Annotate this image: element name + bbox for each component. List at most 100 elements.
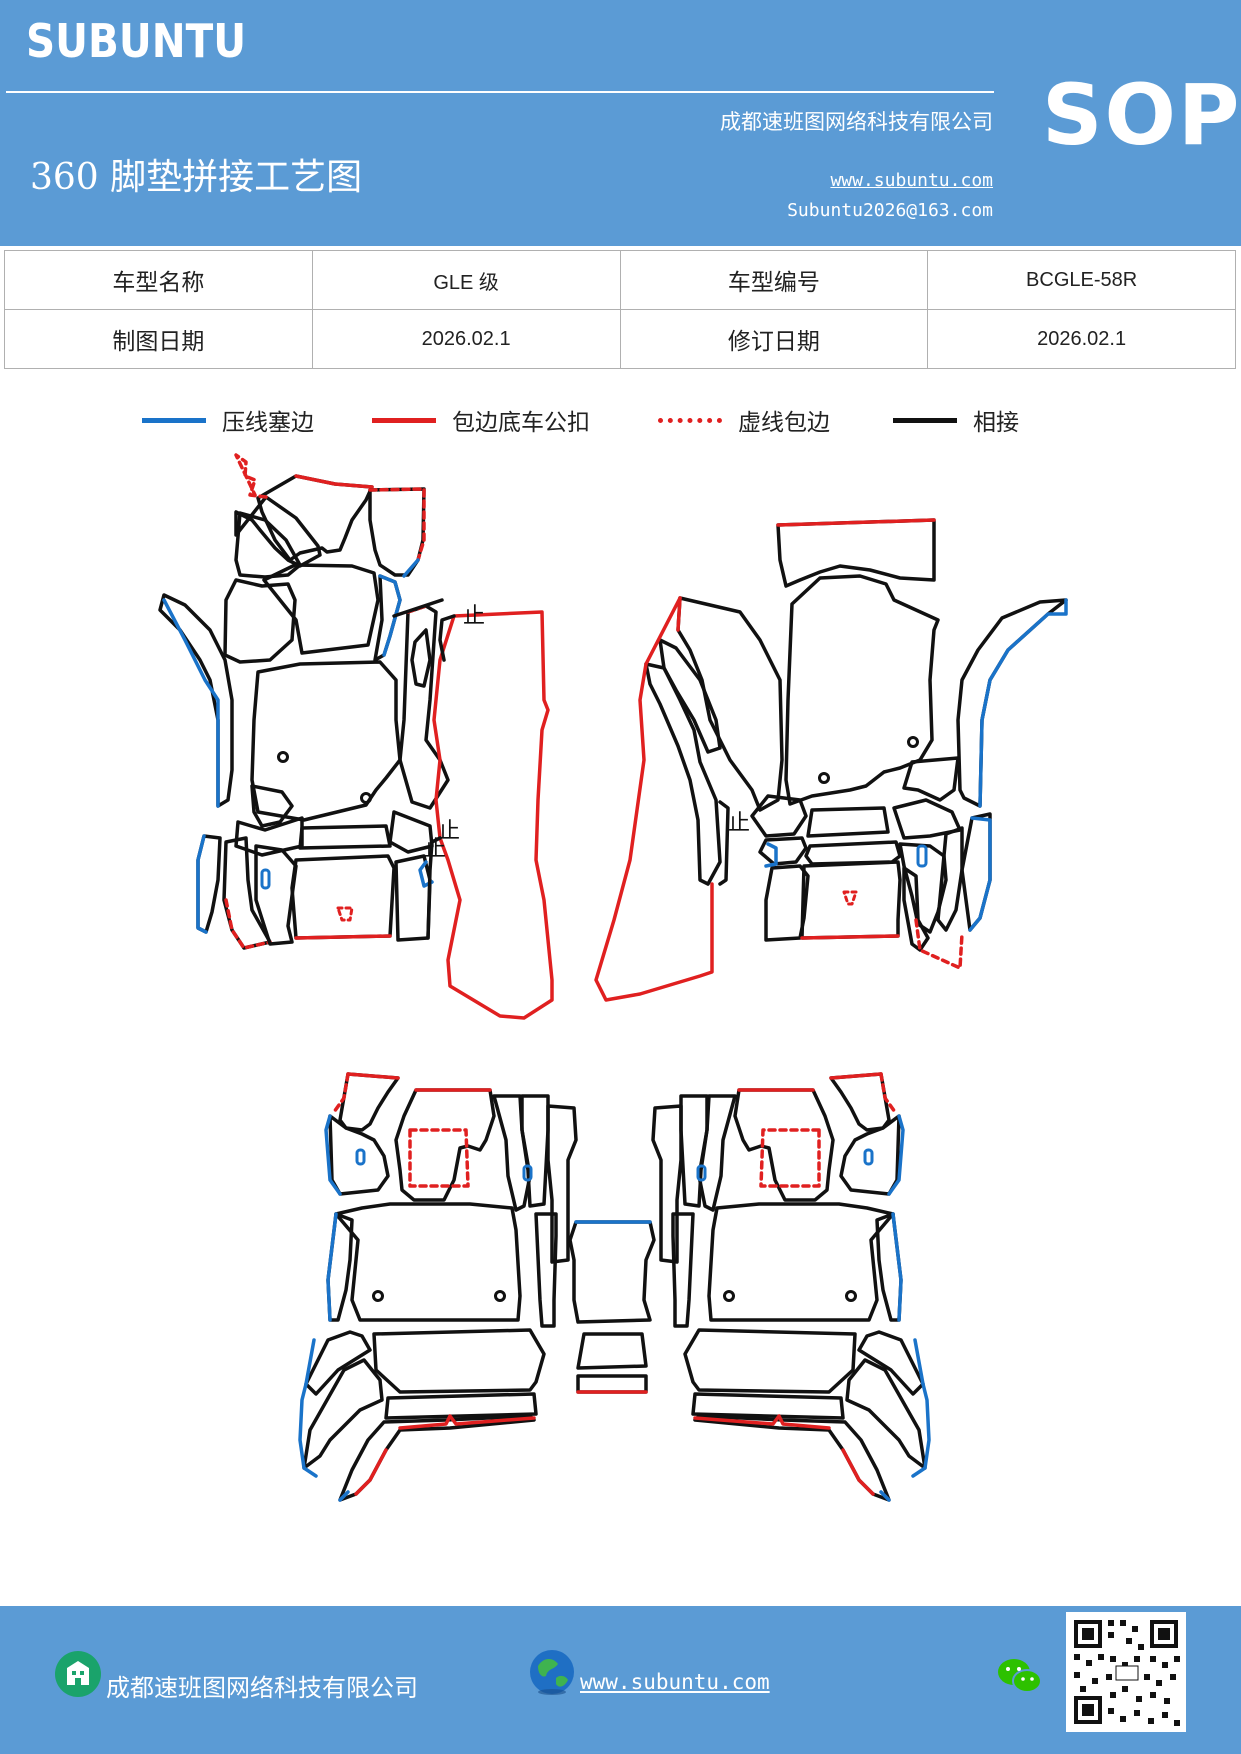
mat-piece xyxy=(304,1330,372,1396)
mat-piece xyxy=(758,836,808,866)
qr-code xyxy=(1066,1612,1186,1732)
mat-piece xyxy=(546,1104,578,1264)
mat-piece xyxy=(845,1358,927,1470)
mat-hole xyxy=(372,1290,384,1302)
draw-date-label: 制图日期 xyxy=(4,309,313,369)
legend-swatch xyxy=(893,417,957,423)
mat-piece xyxy=(902,866,930,952)
mat-piece xyxy=(234,511,302,579)
mat-piece xyxy=(394,1088,496,1202)
revise-date-label: 修订日期 xyxy=(619,309,929,369)
mat-piece xyxy=(707,1202,895,1322)
clip-slot xyxy=(522,1164,533,1182)
mat-piece xyxy=(568,1220,656,1324)
model-name-label: 车型名称 xyxy=(4,250,313,310)
table-row: 车型名称 GLE 级 车型编号 BCGLE-58R xyxy=(4,250,1236,310)
mat-piece xyxy=(658,638,722,754)
model-no-value: BCGLE-58R xyxy=(927,250,1236,310)
mat-hole xyxy=(360,792,372,804)
mat-hole xyxy=(907,736,919,748)
mat-piece-red xyxy=(432,610,554,1020)
mat-piece xyxy=(576,1332,648,1370)
mat-piece xyxy=(733,1088,835,1202)
front-right-mat-set: 止 xyxy=(594,518,1068,1002)
legend-item-red: 包边底车公扣 xyxy=(372,400,590,440)
footer-company: 成都速班图网络科技有限公司 xyxy=(106,1674,418,1702)
mat-piece xyxy=(956,598,1068,808)
legend: 压线塞边 包边底车公扣 虚线包边 相接 xyxy=(0,400,1241,440)
mat-piece xyxy=(388,810,434,854)
company-name: 成都速班图网络科技有限公司 xyxy=(720,110,993,134)
website-link[interactable]: www.subuntu.com xyxy=(830,170,993,191)
mat-piece xyxy=(750,794,808,838)
legend-item-black: 相接 xyxy=(893,400,1019,440)
mat-piece xyxy=(250,660,402,822)
mat-piece xyxy=(960,812,992,932)
wechat-icon xyxy=(998,1659,1042,1693)
mat-piece xyxy=(839,1114,901,1196)
clip-slot xyxy=(260,868,271,890)
model-name-value: GLE 级 xyxy=(311,250,621,310)
legend-label: 虚线包边 xyxy=(738,410,830,436)
rear-center-mat-set xyxy=(568,1220,656,1394)
page-title: 360 脚垫拼接工艺图 xyxy=(30,157,363,198)
mat-piece xyxy=(800,860,902,940)
mat-piece xyxy=(804,840,902,866)
legend-item-red-dashed: 虚线包边 xyxy=(658,400,830,440)
revise-date-value: 2026.02.1 xyxy=(927,309,1236,369)
mat-piece xyxy=(784,574,940,806)
mat-piece xyxy=(829,1072,891,1132)
mat-piece xyxy=(576,1374,648,1394)
mat-piece xyxy=(806,806,890,838)
mat-hole xyxy=(723,1290,735,1302)
stop-mark: 止 xyxy=(728,811,750,836)
legend-swatch xyxy=(142,417,206,423)
stop-mark: 止 xyxy=(424,837,446,862)
mat-piece xyxy=(902,756,960,802)
mat-piece xyxy=(302,1358,384,1470)
mat-piece xyxy=(676,596,784,812)
rear-left-mat-set xyxy=(298,1072,578,1502)
legend-label: 压线塞边 xyxy=(222,410,314,436)
stop-mark: 止 xyxy=(463,604,485,629)
clip-slot xyxy=(696,1164,707,1182)
footer-website-link[interactable]: www.subuntu.com xyxy=(580,1670,770,1694)
mat-assembly-diagram: 止 止 止 止 xyxy=(158,453,1068,1502)
clip-slot xyxy=(916,844,928,868)
mat-piece xyxy=(644,662,722,886)
table-row: 制图日期 2026.02.1 修订日期 2026.02.1 xyxy=(4,309,1236,369)
mat-hole xyxy=(494,1290,506,1302)
clip-slot xyxy=(355,1148,366,1166)
mat-piece xyxy=(328,1114,390,1196)
mat-piece xyxy=(936,826,964,932)
mat-hole xyxy=(277,751,289,763)
stop-mark: 止 xyxy=(438,819,460,844)
mat-piece xyxy=(254,844,298,946)
mat-piece xyxy=(857,1330,925,1396)
clip-slot xyxy=(863,1148,874,1166)
mat-piece xyxy=(338,1414,536,1502)
mat-hole xyxy=(845,1290,857,1302)
brand-logo: SUBUNTU xyxy=(26,14,247,68)
mat-piece xyxy=(520,1094,550,1208)
mat-piece xyxy=(234,816,304,857)
legend-swatch xyxy=(658,417,722,423)
mat-piece xyxy=(410,628,432,688)
mat-piece xyxy=(372,1328,546,1394)
building-icon xyxy=(55,1651,101,1697)
mat-piece xyxy=(394,854,432,942)
legend-swatch xyxy=(372,417,436,423)
legend-label: 包边底车公扣 xyxy=(452,410,590,436)
mat-piece xyxy=(158,593,234,808)
mat-piece xyxy=(398,604,450,810)
front-left-mat-set: 止 止 止 xyxy=(158,453,554,1020)
draw-date-value: 2026.02.1 xyxy=(311,309,621,369)
rear-right-mat-set xyxy=(651,1072,931,1502)
mat-piece xyxy=(290,854,396,940)
mat-piece xyxy=(898,842,948,934)
mat-piece xyxy=(250,784,294,828)
legend-label: 相接 xyxy=(973,410,1019,436)
mat-piece xyxy=(691,1392,845,1420)
email-address: Subuntu2026@163.com xyxy=(787,200,993,221)
mat-piece xyxy=(338,1072,400,1132)
